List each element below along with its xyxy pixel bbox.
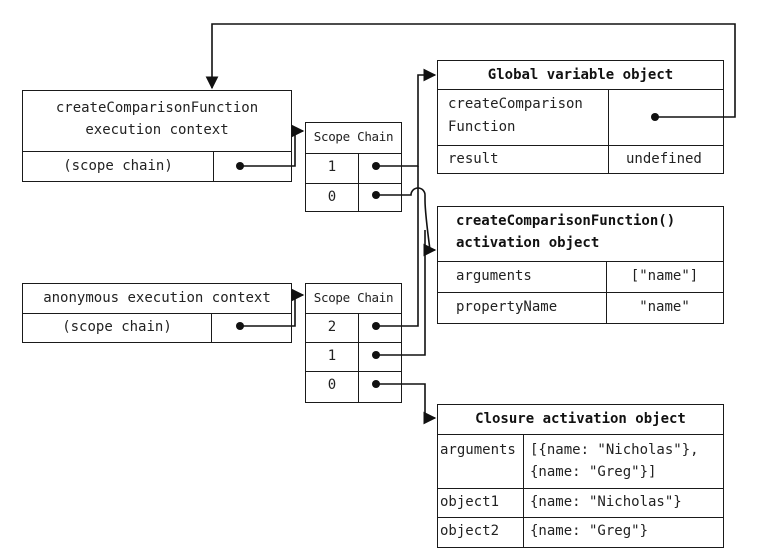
scope-chain-2-row1-dot [372,351,380,359]
global-object-name-line2: Function [448,119,516,135]
closure-arguments-value-line2: {name: "Greg"}] [530,464,657,480]
activation-propertyname-value: "name" [639,299,690,315]
divider [306,313,401,314]
create-context-scope-dot [236,162,244,170]
closure-arguments-name: arguments [440,442,516,458]
scope-chain-2-title: Scope Chain [313,290,394,305]
divider [306,153,401,154]
divider [438,261,723,262]
create-context-to-scope-chain-1-arrow [240,124,305,167]
scope-chain-2-row0-dot [372,380,380,388]
activation-propertyname-name: propertyName [456,299,558,315]
closure-arguments-value-line1: [{name: "Nicholas"}, [530,442,699,458]
divider [306,342,401,343]
scope-chain-1-index-0: 0 [327,189,337,205]
divider [438,488,723,489]
scope-chain-2-row1-to-activation-line [376,230,426,356]
divider [306,183,401,184]
divider [23,313,291,314]
activation-object-title-line1: createComparisonFunction() [456,213,676,229]
scope-chain-1-row1-dot [372,162,380,170]
scope-chain-1-title: Scope Chain [313,129,394,144]
divider [358,313,359,402]
divider [438,89,723,90]
closure-activation-object: Closure activation object arguments [{na… [437,404,724,548]
global-function-ref-arrow [205,23,736,118]
divider [306,371,401,372]
divider [438,145,723,146]
scope-chain-1-row0-to-activation-arrow [376,187,437,257]
anon-context-title: anonymous execution context [43,290,271,306]
create-comparison-execution-context: createComparisonFunction execution conte… [22,90,292,182]
scope-chain-1-row1-to-global-arrow [376,68,437,167]
scope-chain-2-index-2: 2 [327,319,337,335]
activation-object-title-line2: activation object [456,235,600,251]
scope-chain-table-1: Scope Chain 1 0 [305,122,402,212]
divider [606,261,607,323]
anon-context-scope-dot [236,322,244,330]
divider [213,151,214,181]
scope-chain-2-index-0: 0 [327,377,337,393]
scope-chain-1-row0-dot [372,191,380,199]
global-object-result-value: undefined [626,151,702,167]
global-object-name-line1: createComparison [448,96,583,112]
closure-object-title: Closure activation object [475,411,686,427]
global-object-title: Global variable object [487,67,674,83]
divider [438,434,723,435]
closure-object2-name: object2 [440,523,500,539]
divider [211,313,212,342]
scope-chain-2-index-1: 1 [327,348,337,364]
global-object-result-name: result [448,151,499,167]
divider [358,153,359,211]
divider [523,434,524,547]
scope-chain-2-row2-dot [372,322,380,330]
divider [438,292,723,293]
anon-context-to-scope-chain-2-arrow [240,288,305,327]
activation-arguments-value: ["name"] [630,268,699,284]
global-variable-object: Global variable object createComparison … [437,60,724,174]
activation-object: createComparisonFunction() activation ob… [437,206,724,324]
create-context-scope-chain-label: (scope chain) [63,158,173,174]
divider [608,89,609,173]
anon-context-scope-chain-label: (scope chain) [62,319,172,335]
divider [23,151,291,152]
closure-object2-value: {name: "Greg"} [530,523,649,539]
scope-chain-2-row0-to-closure-arrow [376,383,437,425]
scope-chain-2-row2-to-global-line [376,166,419,327]
closure-object1-name: object1 [440,494,500,510]
create-context-title-line1: createComparisonFunction [55,100,259,116]
scope-chain-1-index-1: 1 [327,159,337,175]
divider [438,517,723,518]
create-context-title-line2: execution context [85,122,229,138]
activation-arguments-name: arguments [456,268,532,284]
scope-chain-table-2: Scope Chain 2 1 0 [305,283,402,403]
anonymous-execution-context: anonymous execution context (scope chain… [22,283,292,343]
global-function-ref-dot [651,113,659,121]
closure-object1-value: {name: "Nicholas"} [530,494,682,510]
